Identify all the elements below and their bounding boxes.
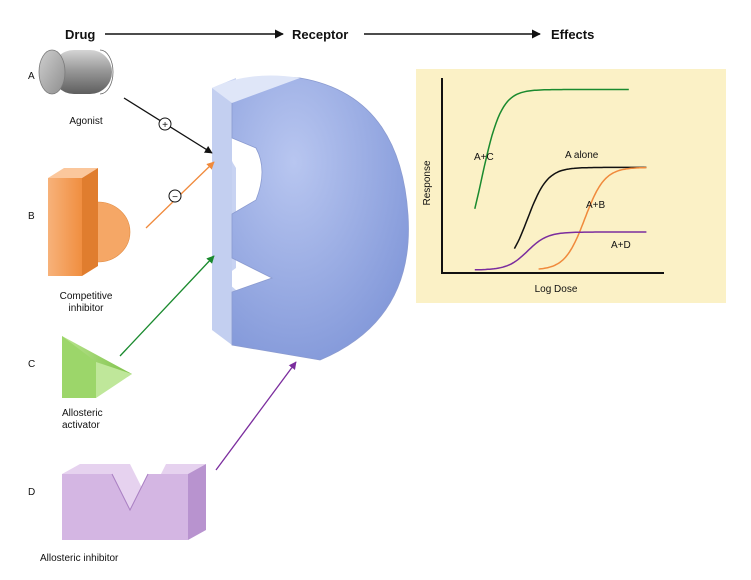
svg-text:+: + bbox=[162, 120, 168, 131]
chart-x-label: Log Dose bbox=[535, 284, 578, 295]
header-effects: Effects bbox=[551, 27, 594, 42]
row-letter-d: D bbox=[28, 487, 35, 498]
competitive-inhibitor-shape bbox=[48, 168, 131, 276]
series-label-a-plus-b: A+B bbox=[586, 200, 606, 211]
arrow-allosteric-activator bbox=[119, 255, 215, 357]
curve-a-alone bbox=[513, 166, 647, 249]
series-label-a-alone: A alone bbox=[565, 150, 599, 161]
row-letter-a: A bbox=[28, 71, 35, 82]
series-label-a-plus-c: A+C bbox=[474, 152, 494, 163]
receptor-shape bbox=[212, 75, 409, 361]
svg-text:−: − bbox=[172, 192, 178, 203]
row-letter-b: B bbox=[28, 211, 35, 222]
row-letter-c: C bbox=[28, 359, 35, 370]
competitive-inhibitor-label-1: Competitive bbox=[60, 291, 113, 302]
allosteric-activator-label-1: Allosteric bbox=[62, 408, 103, 419]
agonist-shape bbox=[38, 49, 114, 95]
curve-a-plus-b bbox=[538, 166, 647, 270]
competitive-inhibitor-label-2: inhibitor bbox=[68, 303, 104, 314]
allosteric-activator-shape bbox=[62, 336, 132, 398]
allosteric-inhibitor-shape bbox=[62, 464, 206, 540]
header-drug: Drug bbox=[65, 27, 95, 42]
allosteric-activator-label-2: activator bbox=[62, 420, 100, 431]
plus-sign-icon: + bbox=[158, 117, 172, 131]
chart-y-label: Response bbox=[422, 160, 433, 205]
series-label-a-plus-d: A+D bbox=[611, 240, 631, 251]
header-receptor: Receptor bbox=[292, 27, 348, 42]
agonist-label: Agonist bbox=[69, 116, 103, 127]
curve-a-plus-d bbox=[474, 231, 647, 271]
chart-background bbox=[416, 69, 726, 303]
arrow-allosteric-inhibitor bbox=[215, 361, 297, 471]
dose-response-chart: Response Log Dose A+C A alone A+B A+D bbox=[416, 69, 726, 303]
curve-a-plus-c bbox=[474, 88, 629, 209]
allosteric-inhibitor-label: Allosteric inhibitor bbox=[40, 553, 119, 564]
minus-sign-icon: − bbox=[168, 189, 182, 203]
header: Drug Receptor Effects bbox=[65, 27, 594, 42]
